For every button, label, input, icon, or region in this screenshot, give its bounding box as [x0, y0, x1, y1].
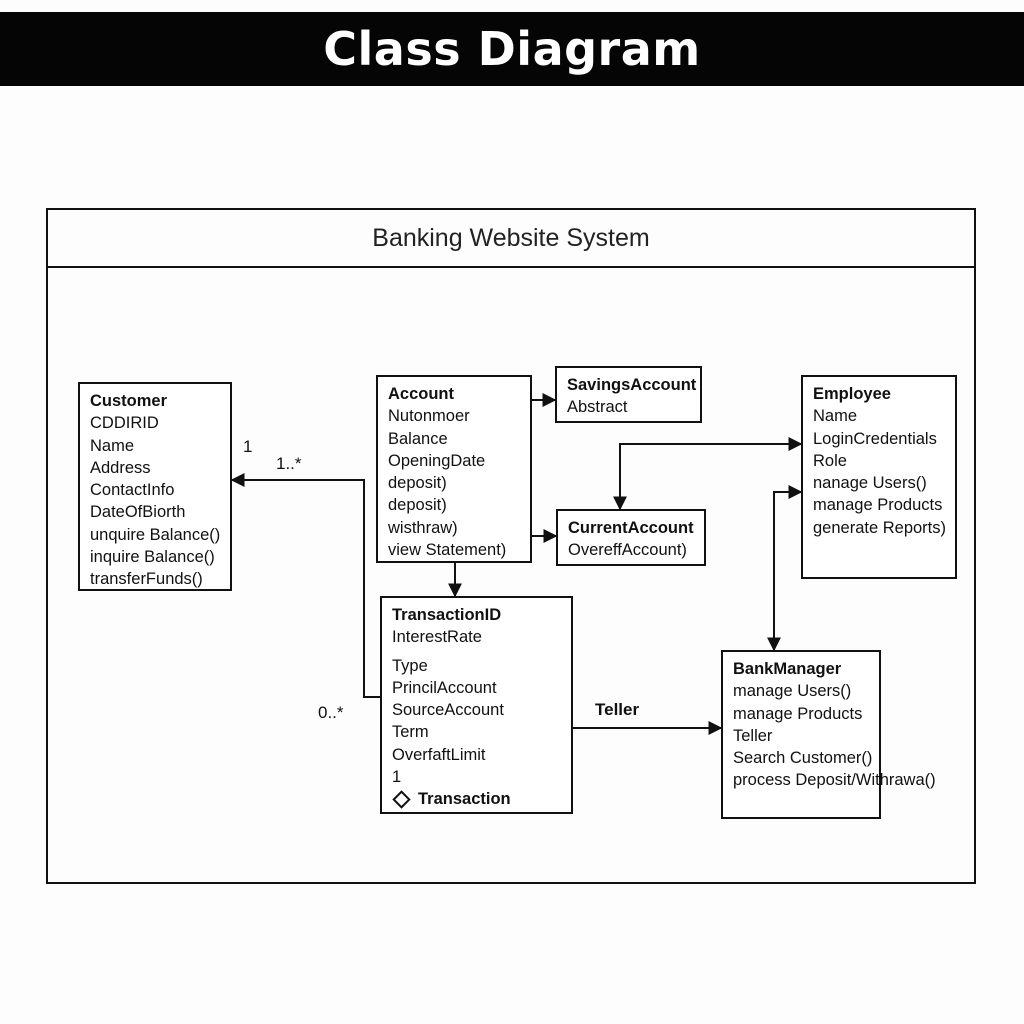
class-bank-manager[interactable]: BankManager manage Users() manage Produc… [721, 650, 936, 819]
class-member: inquire Balance() [90, 548, 215, 567]
class-member: SourceAccount [392, 701, 504, 720]
class-member: ContactInfo [90, 481, 175, 500]
class-name: TransactionID [392, 606, 502, 624]
class-member: process Deposit/Withrawa() [733, 771, 936, 790]
class-name: Customer [90, 392, 168, 410]
class-member: manage Products [813, 496, 943, 515]
class-member: Balance [388, 429, 448, 448]
system-frame-label: Banking Website System [48, 210, 974, 268]
class-transaction[interactable]: TransactionID InterestRate Type PrincilA… [380, 596, 573, 814]
transaction-footer-label: Transaction [418, 790, 511, 809]
system-frame: Banking Website System [46, 208, 976, 884]
class-name: CurrentAccount [568, 519, 694, 537]
class-member: Nutonmoer [388, 407, 470, 426]
class-member: view Statement) [388, 541, 507, 560]
class-member: Name [813, 407, 858, 426]
class-member: Abstract [567, 398, 628, 417]
multiplicity-customer-one: 1 [243, 437, 253, 456]
class-member: DateOfBiorth [90, 503, 186, 522]
class-member: LoginCredentials [813, 429, 937, 448]
class-employee[interactable]: Employee Name LoginCredentials Role nana… [801, 375, 957, 579]
class-member: generate Reports) [813, 518, 946, 537]
class-member: manage Products [733, 704, 863, 723]
class-member: CDDIRID [90, 414, 159, 433]
class-member: transferFunds() [90, 570, 203, 589]
class-member: manage Users() [733, 682, 852, 701]
multiplicity-customer-many: 1..* [276, 454, 302, 473]
aggregation-label: Transaction [392, 788, 561, 810]
class-member: unquire Balance() [90, 525, 221, 544]
class-member: Role [813, 451, 847, 470]
class-member: deposit) [388, 496, 447, 515]
class-member: PrincilAccount [392, 678, 497, 697]
class-name: Account [388, 385, 454, 403]
class-name: SavingsAccount [567, 376, 697, 394]
class-member: Name [90, 436, 135, 455]
class-member: OpeningDate [388, 451, 486, 470]
multiplicity-transaction-many: 0..* [318, 703, 344, 722]
edge-label-teller: Teller [595, 700, 640, 719]
class-name: BankManager [733, 660, 842, 678]
class-account[interactable]: Account Nutonmoer Balance OpeningDate de… [376, 375, 532, 563]
page-title: Class Diagram [0, 12, 1024, 86]
class-savings-account[interactable]: SavingsAccount Abstract [555, 366, 702, 423]
class-customer[interactable]: Customer CDDIRID Name Address ContactInf… [78, 382, 232, 591]
class-member: Search Customer() [733, 749, 873, 768]
class-member: wisthraw) [388, 518, 458, 537]
class-member: 1 [392, 768, 402, 787]
class-member: OvereffAccount) [568, 541, 687, 560]
class-current-account[interactable]: CurrentAccount OvereffAccount) [556, 509, 706, 566]
class-member: nanage Users() [813, 474, 927, 493]
class-member: deposit) [388, 474, 447, 493]
class-member: OverfaftLimit [392, 745, 486, 764]
class-member: Term [392, 723, 429, 742]
aggregation-diamond-icon [392, 790, 411, 809]
class-member: Address [90, 458, 151, 477]
class-member: Teller [733, 726, 773, 745]
class-member: InterestRate [392, 628, 482, 647]
class-name: Employee [813, 385, 891, 403]
class-member: Type [392, 656, 428, 675]
